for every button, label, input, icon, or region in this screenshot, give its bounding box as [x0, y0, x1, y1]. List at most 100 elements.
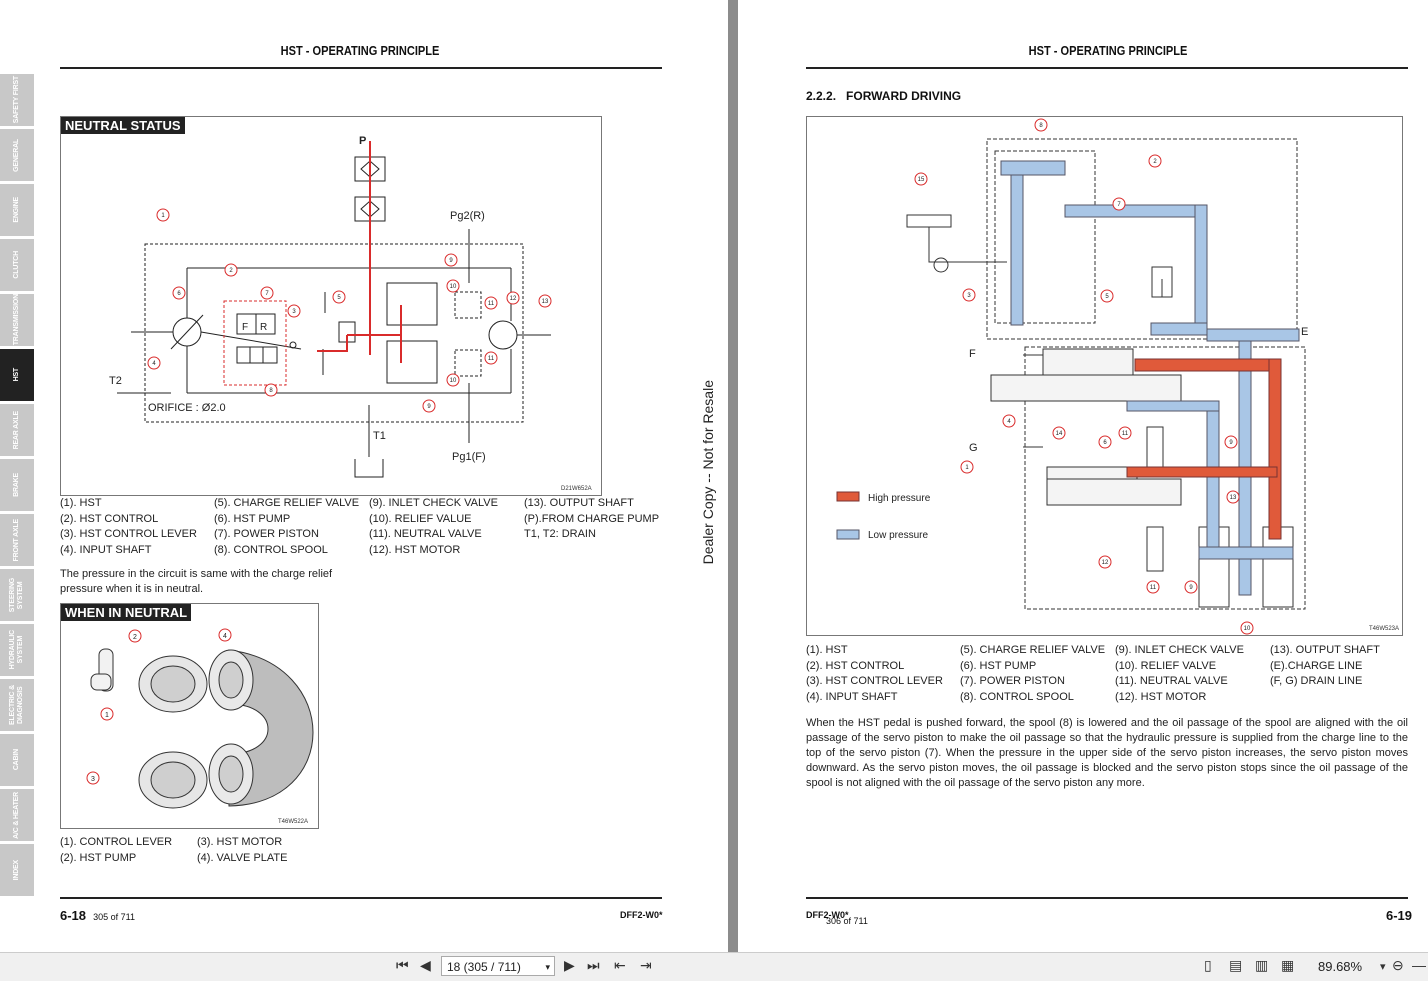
- footer-rule: [806, 897, 1408, 899]
- zoom-in-button[interactable]: —: [1412, 957, 1426, 973]
- continuous-view-icon[interactable]: ▤: [1229, 957, 1243, 973]
- chapter-tab-label: A/C & HEATER: [13, 791, 20, 839]
- svg-text:13: 13: [542, 299, 549, 305]
- watermark: Dealer Copy -- Not for Resale: [700, 380, 716, 565]
- legend-item: (10). RELIEF VALVE: [1115, 659, 1217, 672]
- chapter-tab[interactable]: CLUTCH: [0, 239, 34, 291]
- page-header: HST - OPERATING PRINCIPLE: [1028, 43, 1188, 58]
- page-number: 6-19: [1386, 908, 1413, 923]
- svg-text:15: 15: [918, 177, 925, 183]
- label-f: F: [969, 348, 976, 360]
- legend-item: (1). HST: [60, 497, 102, 509]
- chapter-tab[interactable]: ELECTRIC & DIAGNOSIS: [0, 679, 34, 731]
- svg-text:9: 9: [449, 258, 453, 264]
- svg-text:11: 11: [488, 356, 495, 362]
- chapter-tab[interactable]: STEERING SYSTEM: [0, 569, 34, 621]
- chapter-tab[interactable]: GENERAL: [0, 129, 34, 181]
- figure-code: D21W652A: [561, 486, 592, 492]
- chapter-tab-label: CLUTCH: [13, 251, 20, 279]
- go-forward-icon[interactable]: ⇥: [640, 957, 652, 973]
- high-pressure-label: High pressure: [868, 493, 931, 504]
- chapter-tab-label: ELECTRIC & DIAGNOSIS: [9, 684, 24, 725]
- zoom-level[interactable]: 89.68%: [1318, 959, 1363, 974]
- chapter-tab[interactable]: REAR AXLE: [0, 404, 34, 456]
- legend-item: (9). INLET CHECK VALVE: [1115, 644, 1244, 656]
- label-pg2: Pg2(R): [450, 210, 485, 222]
- viewer-toolbar: ⏮ ◀ ▶ ⏭ ⇤ ⇥ ▯ ▤ ▥ ▦ ▾ ⊖ —: [0, 952, 1428, 981]
- svg-text:3: 3: [91, 776, 95, 783]
- chapter-tab-label: TRANSMISSION: [13, 294, 20, 346]
- legend-item: (4). INPUT SHAFT: [806, 690, 898, 703]
- legend-item: (E).CHARGE LINE: [1270, 659, 1363, 672]
- footer-rule: [60, 897, 662, 899]
- chapter-tab[interactable]: INDEX: [0, 844, 34, 896]
- legend-item: (4). INPUT SHAFT: [60, 543, 152, 556]
- page-number-input[interactable]: 18 (305 / 711)▾: [441, 956, 555, 976]
- label-f: F: [242, 322, 248, 333]
- svg-text:3: 3: [967, 293, 971, 299]
- legend-item: (8). CONTROL SPOOL: [960, 690, 1074, 703]
- page-left: SAFETY FIRST GENERAL ENGINE CLUTCH TRANSMISS…: [0, 0, 728, 952]
- figure-code-2: T46W522A: [278, 819, 309, 825]
- first-page-button[interactable]: ⏮: [396, 957, 409, 973]
- svg-text:4: 4: [1007, 419, 1011, 425]
- chapter-tab[interactable]: SAFETY FIRST: [0, 74, 34, 126]
- chapter-tab[interactable]: TRANSMISSION: [0, 294, 34, 346]
- svg-text:13: 13: [1230, 495, 1237, 501]
- chapter-tab[interactable]: BRAKE: [0, 459, 34, 511]
- chapter-tab[interactable]: ENGINE: [0, 184, 34, 236]
- svg-text:12: 12: [510, 296, 517, 302]
- svg-text:8: 8: [1039, 123, 1043, 129]
- chapter-tab[interactable]: A/C & HEATER: [0, 789, 34, 841]
- label-p: P: [359, 135, 366, 147]
- svg-text:5: 5: [1105, 294, 1109, 300]
- forward-paragraph: When the HST pedal is pushed forward, th…: [806, 717, 1408, 789]
- svg-text:1: 1: [965, 465, 969, 471]
- svg-text:6: 6: [177, 291, 181, 297]
- svg-text:2: 2: [133, 634, 137, 641]
- header-rule: [60, 67, 662, 69]
- legend-item: (7). POWER PISTON: [214, 528, 319, 540]
- legend-item: (8). CONTROL SPOOL: [214, 543, 328, 556]
- chapter-tab[interactable]: FRONT AXLE: [0, 514, 34, 566]
- chapter-tab-label: ENGINE: [13, 197, 20, 223]
- neutral-status-label: NEUTRAL STATUS: [61, 117, 185, 134]
- zoom-dropdown-icon[interactable]: ▾: [1380, 961, 1386, 973]
- continuous-facing-view-icon[interactable]: ▦: [1281, 957, 1295, 973]
- chapter-tab[interactable]: HST: [0, 349, 34, 401]
- legend-item: (3). HST CONTROL LEVER: [806, 675, 943, 687]
- chapter-tab[interactable]: HYDRAULIC SYSTEM: [0, 624, 34, 676]
- svg-text:9: 9: [427, 404, 431, 410]
- legend-item: (11). NEUTRAL VALVE: [1115, 675, 1228, 687]
- legend-item: T1, T2: DRAIN: [524, 528, 596, 540]
- label-r: R: [260, 322, 267, 333]
- last-page-button[interactable]: ⏭: [587, 957, 600, 973]
- svg-text:6: 6: [1103, 440, 1107, 446]
- section-title: 2.2.2. FORWARD DRIVING: [806, 89, 962, 103]
- svg-text:1: 1: [105, 712, 109, 719]
- chapter-tab-label: HST: [13, 368, 20, 382]
- svg-text:11: 11: [1122, 431, 1129, 437]
- chapter-tab[interactable]: CABIN: [0, 734, 34, 786]
- single-page-view-icon[interactable]: ▯: [1204, 957, 1212, 973]
- legend-item: (6). HST PUMP: [214, 512, 291, 525]
- label-orifice: ORIFICE : Ø2.0: [148, 402, 226, 414]
- legend-item: (2). HST CONTROL: [806, 659, 905, 672]
- chapter-tab-label: SAFETY FIRST: [13, 76, 20, 124]
- document-viewer: SAFETY FIRST GENERAL ENGINE CLUTCH TRANSMISS…: [0, 0, 1428, 952]
- legend-item: (3). HST CONTROL LEVER: [60, 528, 197, 540]
- chapter-tab-label: CABIN: [13, 749, 20, 771]
- svg-text:14: 14: [1056, 431, 1063, 437]
- legend-item: (1). CONTROL LEVER: [60, 836, 173, 848]
- high-pressure-swatch: [836, 491, 860, 502]
- doc-code: DFF2-W0*: [806, 910, 849, 920]
- legend-item: (3). HST MOTOR: [197, 836, 283, 848]
- zoom-out-button[interactable]: ⊖: [1392, 957, 1404, 973]
- previous-page-button[interactable]: ◀: [420, 957, 431, 973]
- next-page-button[interactable]: ▶: [564, 957, 575, 973]
- go-back-icon[interactable]: ⇤: [614, 957, 626, 973]
- page-dropdown-icon[interactable]: ▾: [545, 962, 550, 972]
- facing-view-icon[interactable]: ▥: [1255, 957, 1269, 973]
